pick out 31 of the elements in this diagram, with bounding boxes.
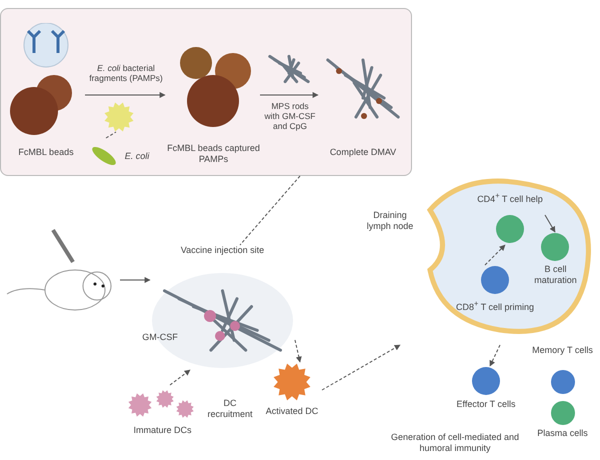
arrow — [260, 92, 319, 98]
text-label: GM-CSF — [141, 332, 179, 343]
edge-label: MPS rods with GM-CSF and CpG — [262, 100, 318, 132]
node-label: Plasma cells — [536, 428, 589, 439]
connector-line — [106, 132, 116, 138]
node-label: Complete DMAV — [328, 147, 398, 158]
arrow — [84, 92, 166, 98]
edge-label: E. coli bacterial fragments (PAMPs) — [87, 62, 165, 84]
arrow — [484, 244, 506, 266]
arrow — [322, 344, 401, 390]
text-label: DC recruitment — [206, 398, 254, 420]
node-label: Activated DC — [264, 406, 320, 417]
arrow — [170, 370, 190, 386]
arrow — [120, 277, 151, 283]
connector-line — [240, 176, 300, 246]
node-label: CD8$^{+}$ T cell priming — [455, 298, 535, 313]
text-label: Generation of cell-mediated and humoral immunity — [390, 432, 520, 454]
arrow — [544, 214, 556, 233]
node-label: Draining lymph node — [366, 210, 414, 232]
arrow — [294, 340, 302, 363]
node-label: Memory T cells — [531, 345, 594, 356]
node-label: E. coli — [124, 151, 150, 162]
node-label: FcMBL beads — [17, 147, 75, 158]
node-label: B cell maturation — [533, 264, 578, 286]
node-label: Immature DCs — [132, 425, 192, 436]
arrow — [490, 344, 500, 367]
node-label: CD4$^{+}$ T cell help — [476, 190, 544, 205]
inset-panel — [0, 8, 412, 176]
node-label: Vaccine injection site — [180, 245, 266, 256]
node-label: FcMBL beads captured PAMPs — [166, 143, 261, 165]
node-label: Effector T cells — [455, 399, 517, 410]
